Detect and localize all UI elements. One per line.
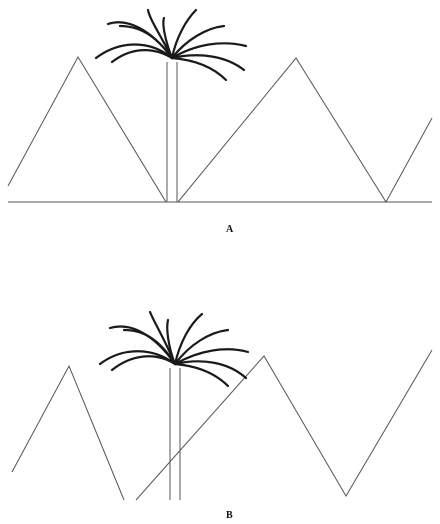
panel-b-left-peak-line <box>12 366 124 500</box>
panel-a-zigzag-line <box>8 57 432 202</box>
panel-a-palm-fronds <box>96 10 246 80</box>
panel-b-palm-tree <box>100 312 248 500</box>
panel-a: A <box>8 10 432 235</box>
panel-b: B <box>12 312 432 521</box>
panel-b-palm-frond-9 <box>175 361 246 378</box>
panel-b-label: B <box>226 510 233 521</box>
panel-a-palm-frond-10 <box>172 58 226 80</box>
panel-b-palm-frond-10 <box>175 364 228 386</box>
panel-b-palm-frond-2 <box>112 356 175 370</box>
panel-b-palm-fronds <box>100 312 248 386</box>
panel-a-palm-tree <box>96 10 246 202</box>
panel-a-label: A <box>226 224 234 235</box>
